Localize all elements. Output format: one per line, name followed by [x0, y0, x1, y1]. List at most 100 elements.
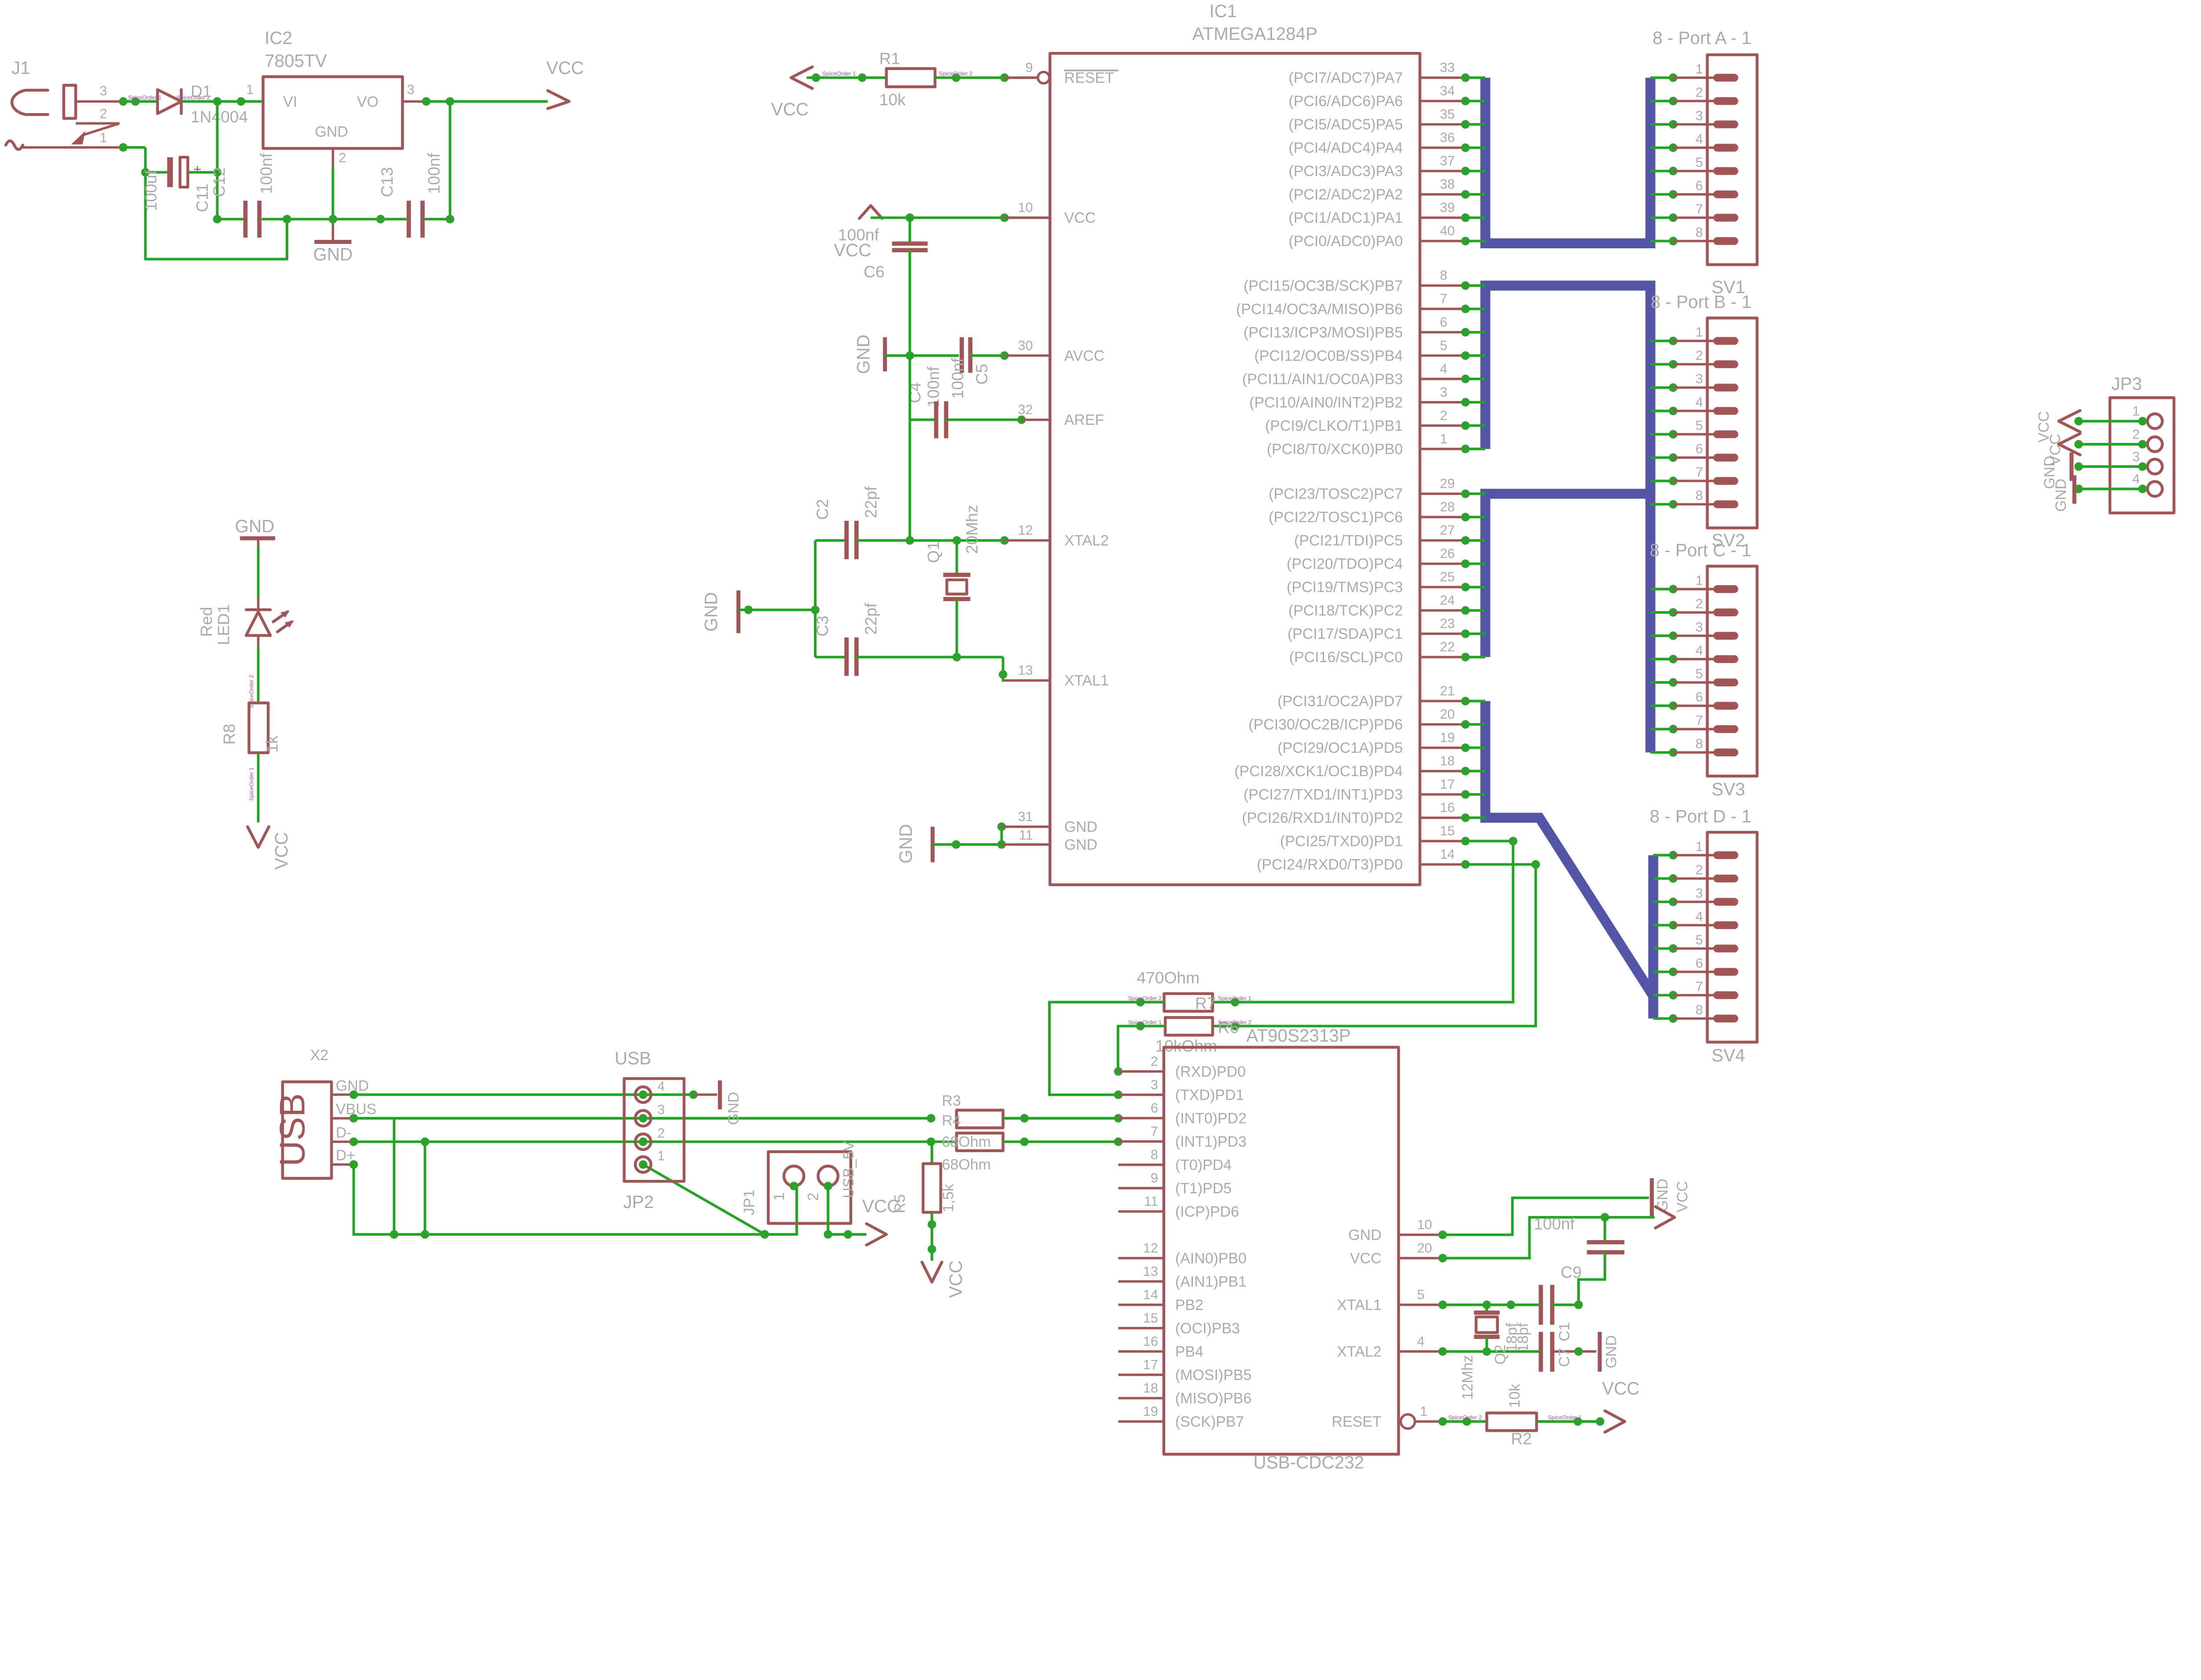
- sv-pin-num: 6: [1696, 689, 1703, 704]
- r2-reset: [1438, 1409, 1627, 1434]
- jp2-connector: [622, 1077, 686, 1183]
- ic1-pin-num: 8: [1440, 268, 1447, 283]
- sv3-label: SV3: [1711, 779, 1745, 799]
- ic2-pin1-num: 1: [246, 81, 254, 97]
- mcu2-pin-num: 12: [1143, 1240, 1158, 1256]
- ic1-pin-name: (PCI20/TDO)PC4: [1287, 556, 1403, 572]
- mcu2-pin-num: 16: [1143, 1334, 1158, 1349]
- ic1-pin-name: RESET: [1064, 70, 1114, 86]
- ic1-pin-num: 10: [1018, 200, 1033, 215]
- jp3-vcc-label: VCC: [2047, 434, 2064, 466]
- mcu2-pin-name: (AIN1)PB1: [1175, 1273, 1247, 1290]
- r8-value: 1k: [262, 735, 281, 753]
- ic1-gnd-net: [931, 822, 1006, 862]
- ic1-pin-num: 23: [1440, 616, 1455, 631]
- ic1-pin-name: XTAL2: [1064, 532, 1109, 549]
- sv1-connector: [1650, 53, 1759, 266]
- r2-ref: R2: [1511, 1429, 1532, 1448]
- c1-value: 18pf: [1515, 1323, 1531, 1352]
- c4-value: 100nf: [924, 366, 942, 408]
- r1-vcc-label: VCC: [771, 99, 809, 119]
- led-vcc-arrow: [246, 825, 271, 849]
- ic1-pin-name: (PCI15/OC3B/SCK)PB7: [1244, 277, 1403, 294]
- ic2-vo-pin: VO: [357, 93, 379, 110]
- x2-shell-label: USB: [273, 1093, 313, 1166]
- port-b-bus: [1480, 280, 1656, 505]
- c13-ref: C13: [378, 167, 396, 197]
- ic1-pin-num: 16: [1440, 800, 1455, 815]
- c11-value: 100uf: [142, 170, 160, 211]
- sv-pin-num: 5: [1696, 932, 1703, 947]
- c9-capacitor: [1577, 1217, 1625, 1305]
- ic1-pin-name: (PCI29/OC1A)PD5: [1277, 740, 1403, 756]
- ic1-pin-num: 40: [1440, 223, 1455, 239]
- mcu2-body: [1162, 1046, 1400, 1456]
- spice-order-label: SpiceOrder 1: [822, 70, 856, 77]
- r1-ref: R1: [879, 49, 900, 67]
- j1-pin3: 3: [99, 83, 107, 99]
- jp3-pin-num: 1: [2132, 403, 2140, 419]
- ic1-pin-name: (PCI4/ADC4)PA4: [1288, 140, 1403, 156]
- led1: [244, 546, 294, 703]
- d1-ref: D1: [191, 82, 212, 100]
- led-gnd-label: GND: [235, 516, 275, 536]
- jp1-pin-num: 1: [771, 1193, 788, 1201]
- ic2-gnd-pin: GND: [315, 123, 348, 140]
- ic1-pin-num: 4: [1440, 361, 1447, 376]
- spice-order-label: SpiceOrder 1: [1218, 995, 1251, 1002]
- usb-wires: [349, 1090, 957, 1239]
- c4-ref: C4: [905, 382, 924, 403]
- spice-order-label: SpiceOrder 1: [128, 94, 162, 101]
- sv-pin-num: 2: [1696, 348, 1703, 363]
- ic1-pin-num: 25: [1440, 569, 1455, 585]
- sv-pin-num: 3: [1696, 619, 1703, 634]
- mcu2-pin-name: (MISO)PB6: [1175, 1390, 1251, 1407]
- avcc-net: [883, 337, 1009, 373]
- mcu2-pin-num: 20: [1417, 1240, 1432, 1256]
- c12-ref: C12: [210, 167, 228, 197]
- spice-order-label: SpiceOrder 2: [939, 70, 972, 77]
- sv1-label: SV1: [1711, 277, 1745, 297]
- q1-value: 20Mhz: [962, 505, 981, 554]
- ic1-pin-num: 36: [1440, 130, 1455, 145]
- sv-pin-num: 1: [1696, 572, 1703, 588]
- sv-pin-num: 4: [1696, 642, 1703, 658]
- r8-ref: R8: [220, 724, 238, 745]
- sv-pin-num: 5: [1696, 155, 1703, 170]
- spice-order-label: SpiceOrder 1: [1128, 1019, 1162, 1025]
- sv-pin-num: 1: [1696, 839, 1703, 854]
- ic2-pin2-num: 2: [339, 150, 346, 165]
- mcu2-pin-num: 11: [1144, 1194, 1158, 1209]
- sv-pin-num: 4: [1696, 131, 1703, 147]
- ic1-pin-num: 33: [1440, 60, 1455, 75]
- sv-pin-num: 2: [1696, 862, 1703, 877]
- ic1-pin-num: 29: [1440, 476, 1455, 491]
- ic1-pin-name: (PCI18/TCK)PC2: [1288, 602, 1403, 619]
- jp2-pin-num: 4: [657, 1078, 665, 1094]
- spice-order-label: SpiceOrder 2: [1128, 995, 1162, 1002]
- mcu2-pin-name: (INT1)PD3: [1175, 1133, 1247, 1150]
- x2-pin-dm: D-: [336, 1124, 352, 1141]
- ic1-pin-name: (PCI25/TXD0)PD1: [1280, 833, 1403, 850]
- usb5v-net-label: USB_5V: [840, 1141, 857, 1198]
- mcu2-pin-num: 15: [1143, 1310, 1158, 1326]
- ic1-pin-name: (PCI13/ICP3/MOSI)PB5: [1244, 324, 1403, 341]
- ic1-pin-num: 26: [1440, 546, 1455, 561]
- mcu2-pin-num: 17: [1143, 1357, 1158, 1372]
- schematic-canvas: J1 3 2 1 SpiceOrder 1 SpiceOrder 2 D1 1N…: [4, 0, 2175, 1471]
- c3-value: 22pf: [861, 603, 880, 635]
- r5-value: 1,5k: [940, 1183, 957, 1212]
- r5-pullup: [920, 1142, 943, 1284]
- port-b-title: 8 - Port B - 1: [1651, 292, 1752, 312]
- q2-value: 12Mhz: [1459, 1355, 1476, 1400]
- jp3-pin-num: 4: [2132, 471, 2140, 486]
- mcu2-pin-num: 4: [1417, 1334, 1424, 1349]
- mcu2-pin-name: (RXD)PD0: [1175, 1063, 1246, 1080]
- ic1-pin-name: (PCI3/ADC3)PA3: [1288, 163, 1403, 180]
- sv-pin-num: 1: [1696, 324, 1703, 340]
- ic1-pin-num: 13: [1018, 663, 1033, 678]
- mcu2-pin-name: (ICP)PD6: [1175, 1203, 1239, 1220]
- sv-pin-num: 7: [1696, 464, 1703, 480]
- c11-capacitor: [167, 155, 189, 189]
- vcc-label: VCC: [546, 58, 584, 78]
